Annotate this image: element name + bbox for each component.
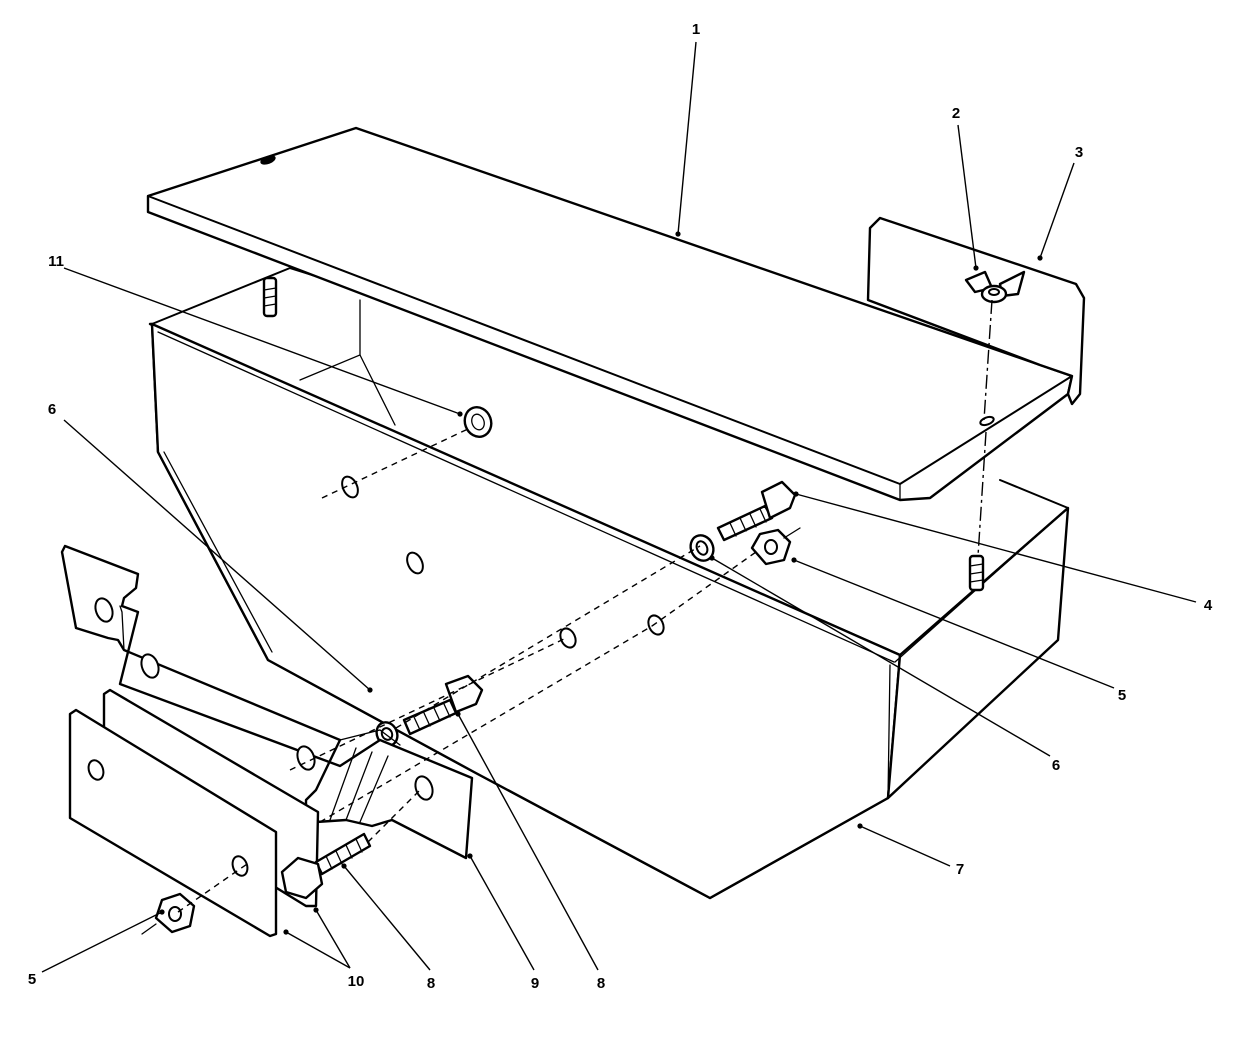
lid-panel (146, 126, 1074, 502)
back-plate (866, 216, 1086, 406)
callout-8-left: 8 (427, 975, 435, 992)
callout-6-left: 6 (48, 401, 56, 418)
callout-numbers: 1 2 3 4 5 6 7 8 9 8 10 5 6 11 (28, 21, 1213, 992)
callout-5-upper: 5 (1118, 687, 1126, 704)
stud-left (262, 276, 278, 318)
stud-right (968, 554, 985, 592)
hex-nut-lower (141, 892, 196, 935)
hex-nut-upper (750, 527, 801, 566)
storage-box (148, 267, 1070, 900)
callout-2: 2 (952, 105, 960, 122)
assembly-lines (177, 299, 993, 913)
lock-washer-screw (463, 406, 493, 438)
bolt-upper (716, 480, 797, 542)
callout-7: 7 (956, 861, 964, 878)
leader-lines (41, 41, 1197, 973)
callout-11: 11 (48, 253, 64, 270)
mounting-bracket (60, 544, 474, 860)
callout-10: 10 (348, 973, 365, 990)
callout-4: 4 (1204, 597, 1213, 614)
bolt-middle (402, 674, 484, 736)
callout-5-lower: 5 (28, 971, 36, 988)
callout-3: 3 (1075, 144, 1083, 161)
callout-6-right: 6 (1052, 757, 1060, 774)
callout-8-right: 8 (597, 975, 605, 992)
wing-nut (964, 270, 1026, 304)
callout-9: 9 (531, 975, 539, 992)
callout-1: 1 (692, 21, 700, 38)
bolt-lower (280, 832, 372, 900)
washer-upper (689, 534, 715, 562)
